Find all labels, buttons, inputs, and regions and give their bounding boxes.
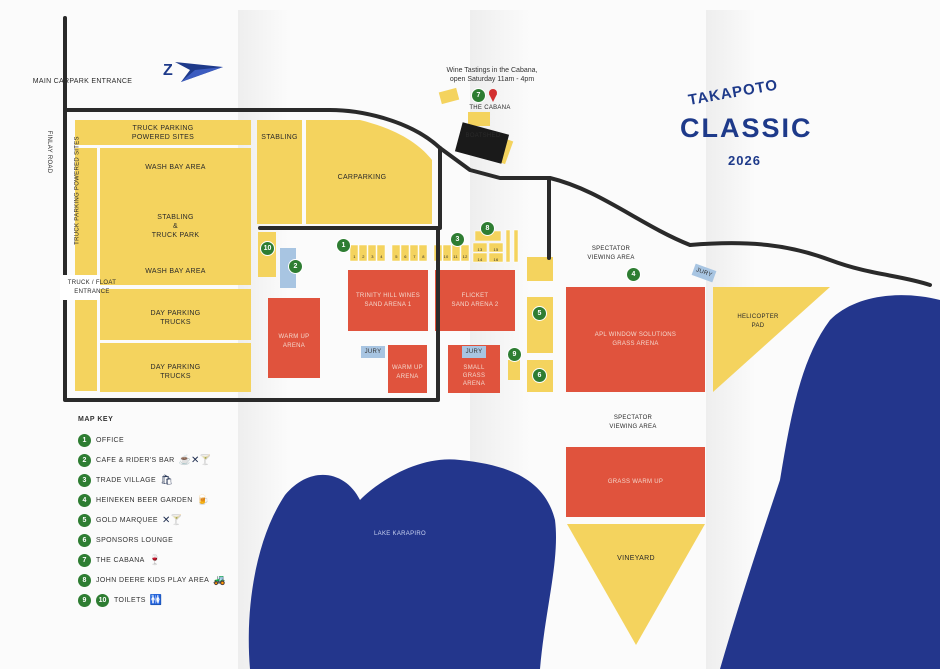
truck-float-entrance-label: TRUCK / FLOAT ENTRANCE: [67, 280, 117, 295]
grass-warm-up-label: GRASS WARM UP: [607, 479, 664, 485]
shopping-bag-icon: 🛍: [160, 474, 173, 486]
pin-9-toilets[interactable]: 9: [507, 347, 522, 362]
stabling-truck-park-label: STABLING&TRUCK PARK: [151, 214, 200, 239]
jury-box-left: JURY: [361, 346, 385, 358]
vineyard-label: VINEYARD: [617, 555, 655, 562]
cafe-bar-icons: ☕✕🍸: [178, 454, 212, 466]
wash-bay-top-label: WASH BAY AREA: [145, 164, 206, 171]
svg-text:Z: Z: [163, 62, 173, 79]
carparking-label: CARPARKING: [337, 174, 387, 181]
toilets-icon: 🚻: [149, 594, 163, 606]
entrance-gap: [60, 275, 100, 300]
lake-karapiro-label: LAKE KARAPIRO: [374, 531, 426, 537]
main-carpark-entrance-label: MAIN CARPARK ENTRANCE: [32, 78, 133, 85]
trade-stalls: [349, 229, 519, 263]
map-key-title: MAP KEY: [78, 416, 114, 423]
pin-1-office[interactable]: 1: [336, 238, 351, 253]
pin-2-cafe[interactable]: 2: [288, 259, 303, 274]
truck-parking-vertical-label: TRUCK PARKING POWERED SITES: [74, 136, 81, 245]
event-title-main: CLASSIC: [680, 113, 813, 143]
boatshed-label: BOATSHED: [465, 133, 501, 139]
roads: [63, 16, 932, 402]
tractor-icon: 🚜: [213, 574, 226, 586]
pin-8-kids-play[interactable]: 8: [480, 221, 495, 236]
dining-cocktail-icons: ✕🍸: [161, 514, 183, 526]
wash-bay-bottom-label: WASH BAY AREA: [145, 268, 206, 275]
finlay-road-label: FINLAY ROAD: [46, 130, 52, 174]
pin-5-gold-marquee[interactable]: 5: [532, 306, 547, 321]
stabling-top-label: STABLING: [261, 134, 298, 141]
location-pin-icon: [489, 89, 497, 102]
the-cabana-label: THE CABANA: [469, 105, 511, 111]
boatshed-building: [454, 122, 510, 164]
jury-box-mid: JURY: [462, 346, 486, 358]
beer-icon: 🍺: [196, 494, 210, 506]
event-year: 2026: [728, 153, 761, 168]
north-arrow-icon: Z: [163, 62, 223, 82]
pin-6-sponsors-lounge[interactable]: 6: [532, 368, 547, 383]
pin-10-toilets[interactable]: 10: [260, 241, 275, 256]
lake-right: [720, 295, 940, 669]
pin-4-beer-garden[interactable]: 4: [626, 267, 641, 282]
pin-7-cabana[interactable]: 7: [471, 88, 486, 103]
lake-karapiro: [248, 459, 557, 669]
yellow-zones: [75, 87, 830, 645]
wine-tastings-note: Wine Tastings in the Cabana, open Saturd…: [446, 67, 538, 83]
pin-3-trade-village[interactable]: 3: [450, 232, 465, 247]
wine-glass-icon: 🍷: [148, 554, 162, 566]
